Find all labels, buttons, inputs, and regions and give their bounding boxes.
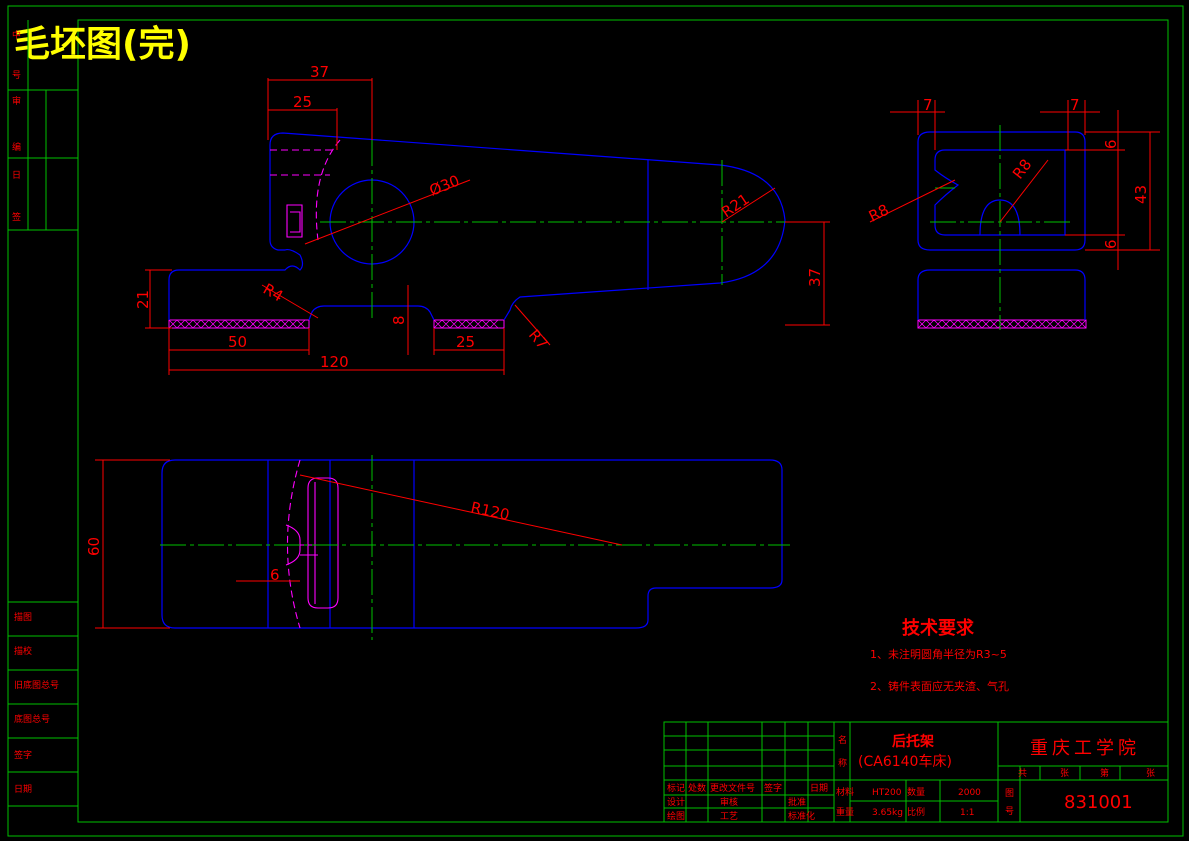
tb-sign-r2-c5: 标准化 xyxy=(788,810,815,822)
technical-requirements: 技术要求 1、未注明圆角半径为R3~5 2、铸件表面应无夹渣、气孔 xyxy=(870,617,1009,693)
strip-bottom-1: 描图 xyxy=(14,611,32,623)
tb-sign-r2-c1: 绘图 xyxy=(667,810,685,822)
dim-25-top: 25 xyxy=(293,93,312,111)
dim-r21: R21 xyxy=(718,190,753,221)
dim-r8-left: R8 xyxy=(866,201,892,226)
tb-rev-h2: 处数 xyxy=(688,782,706,794)
dim-6-bottom: 6 xyxy=(1102,239,1120,249)
dim-dia30: Ø30 xyxy=(427,171,462,199)
top-outline xyxy=(161,459,783,629)
tb-sign-r2-c3: 工艺 xyxy=(720,811,738,822)
tech-item-1: 1、未注明圆角半径为R3~5 xyxy=(870,647,1007,661)
dim-8: 8 xyxy=(390,315,408,325)
tb-dwg-label-1: 图 xyxy=(1005,788,1014,799)
outer-frame xyxy=(7,5,1184,837)
tb-sheet-1: 共 xyxy=(1018,768,1027,779)
tb-name-label-2: 称 xyxy=(838,757,847,769)
left-strip-top: 中 号 审 编 日 签 xyxy=(8,20,78,231)
tb-qty: 2000 xyxy=(958,788,981,798)
tb-rev-h4: 签字 xyxy=(764,782,782,794)
dim-37-right: 37 xyxy=(806,268,824,287)
tb-sign-r1-c5: 批准 xyxy=(788,796,806,808)
strip-cell-4: 编 xyxy=(12,141,21,153)
tb-rev-h5: 日期 xyxy=(810,783,828,794)
top-view: 60 R120 6 xyxy=(85,455,790,640)
tb-part-sub: (CA6140车床) xyxy=(858,753,952,770)
tb-sheet-2: 张 xyxy=(1060,768,1069,779)
side-lower-outline xyxy=(917,269,1086,320)
dim-7-left: 7 xyxy=(923,96,933,114)
tb-qty-label: 数量 xyxy=(907,786,925,798)
dim-6-top-view: 6 xyxy=(270,566,280,584)
dim-60: 60 xyxy=(85,537,103,556)
dim-25-bottom: 25 xyxy=(456,333,475,351)
tb-sheet-4: 张 xyxy=(1146,768,1155,779)
tb-part-name: 后托架 xyxy=(892,733,934,750)
inner-frame xyxy=(77,19,1169,823)
title-block: 名 称 后托架 (CA6140车床) 重庆工学院 共 张 第 张 图 号 831… xyxy=(663,721,1169,823)
dim-r7: R7 xyxy=(525,326,552,353)
tb-sheet-3: 第 xyxy=(1100,767,1109,779)
tb-rev-h3: 更改文件号 xyxy=(710,782,755,794)
dim-50: 50 xyxy=(228,333,247,351)
dim-r8-right: R8 xyxy=(1009,156,1035,183)
front-hatch-left xyxy=(168,319,310,329)
tb-scale: 1:1 xyxy=(960,808,974,818)
strip-bottom-5: 签字 xyxy=(14,749,32,761)
tb-school: 重庆工学院 xyxy=(1030,738,1140,759)
strip-cell-3: 审 xyxy=(12,95,21,107)
tb-rev-h1: 标记 xyxy=(667,782,685,794)
dim-21: 21 xyxy=(134,290,152,309)
strip-cell-2: 号 xyxy=(12,70,21,81)
dim-43: 43 xyxy=(1132,185,1150,204)
strip-cell-1: 中 xyxy=(12,29,21,41)
strip-cell-6: 签 xyxy=(12,211,21,223)
tb-sign-r1-c3: 审核 xyxy=(720,796,738,808)
tb-weight: 3.65kg xyxy=(872,808,903,818)
strip-bottom-3: 旧底图总号 xyxy=(14,679,59,691)
strip-bottom-6: 日期 xyxy=(14,784,32,795)
side-upper-outline xyxy=(917,131,1086,251)
front-hatch-right xyxy=(433,319,505,329)
left-strip-bottom: 描图 描校 旧底图总号 底图总号 签字 日期 xyxy=(8,601,78,807)
strip-bottom-4: 底图总号 xyxy=(14,713,50,725)
tb-dwg-label-2: 号 xyxy=(1005,806,1014,817)
dim-r4: R4 xyxy=(260,280,286,306)
dim-7-right: 7 xyxy=(1070,96,1080,114)
tb-scale-label: 比例 xyxy=(907,806,925,818)
side-view: 7 7 6 43 6 R8 R8 xyxy=(866,96,1160,330)
strip-cell-5: 日 xyxy=(12,170,21,181)
strip-bottom-2: 描校 xyxy=(14,645,32,657)
dim-6-top: 6 xyxy=(1102,139,1120,149)
front-outline xyxy=(168,132,786,321)
tb-drawing-no: 831001 xyxy=(1064,792,1133,813)
tb-material: HT200 xyxy=(872,788,902,798)
front-view: 37 25 Ø30 R21 R4 21 8 R7 37 50 25 120 xyxy=(134,63,830,375)
dim-120: 120 xyxy=(320,353,349,371)
dim-r120: R120 xyxy=(469,498,511,524)
tech-item-2: 2、铸件表面应无夹渣、气孔 xyxy=(870,679,1009,693)
tech-heading: 技术要求 xyxy=(902,617,975,639)
tb-sign-r1-c1: 设计 xyxy=(667,796,685,808)
tb-weight-label: 重量 xyxy=(836,806,854,818)
tb-name-label-1: 名 xyxy=(838,734,847,746)
dim-37-top: 37 xyxy=(310,63,329,81)
drawing-title: 毛坯图(完) xyxy=(14,24,191,65)
tb-material-label: 材料 xyxy=(836,786,854,798)
